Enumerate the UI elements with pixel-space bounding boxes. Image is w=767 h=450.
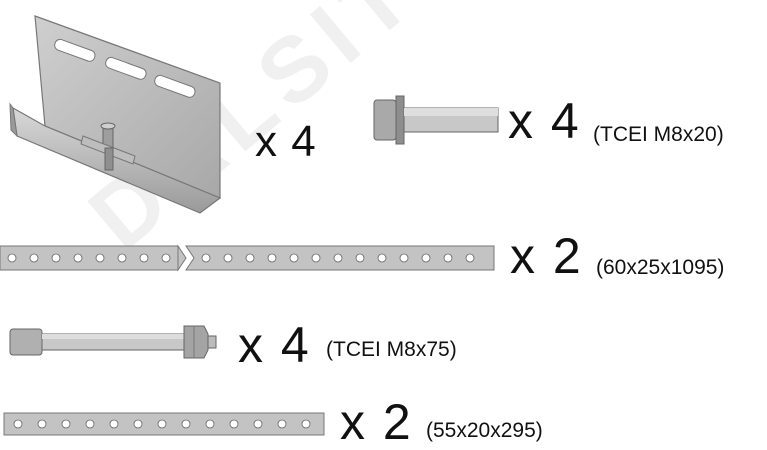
short-bar-quantity: x 2 [340, 394, 413, 450]
bracket-quantity: x 4 [255, 117, 317, 166]
long-bar-image [0, 244, 495, 272]
screw-short-quantity: x 4 [508, 93, 581, 149]
long-bar-quantity: x 2 [510, 228, 583, 284]
screw-long-image [9, 325, 217, 359]
screw-long-quantity: x 4 [238, 317, 311, 373]
short-bar-spec: (55x20x295) [426, 419, 543, 442]
screw-short-image [373, 95, 499, 145]
screw-long-spec: (TCEI M8x75) [326, 338, 457, 361]
screw-short-spec: (TCEI M8x20) [593, 123, 724, 146]
bracket-image [9, 15, 222, 214]
long-bar-spec: (60x25x1095) [596, 256, 725, 279]
short-bar-image [3, 412, 325, 436]
